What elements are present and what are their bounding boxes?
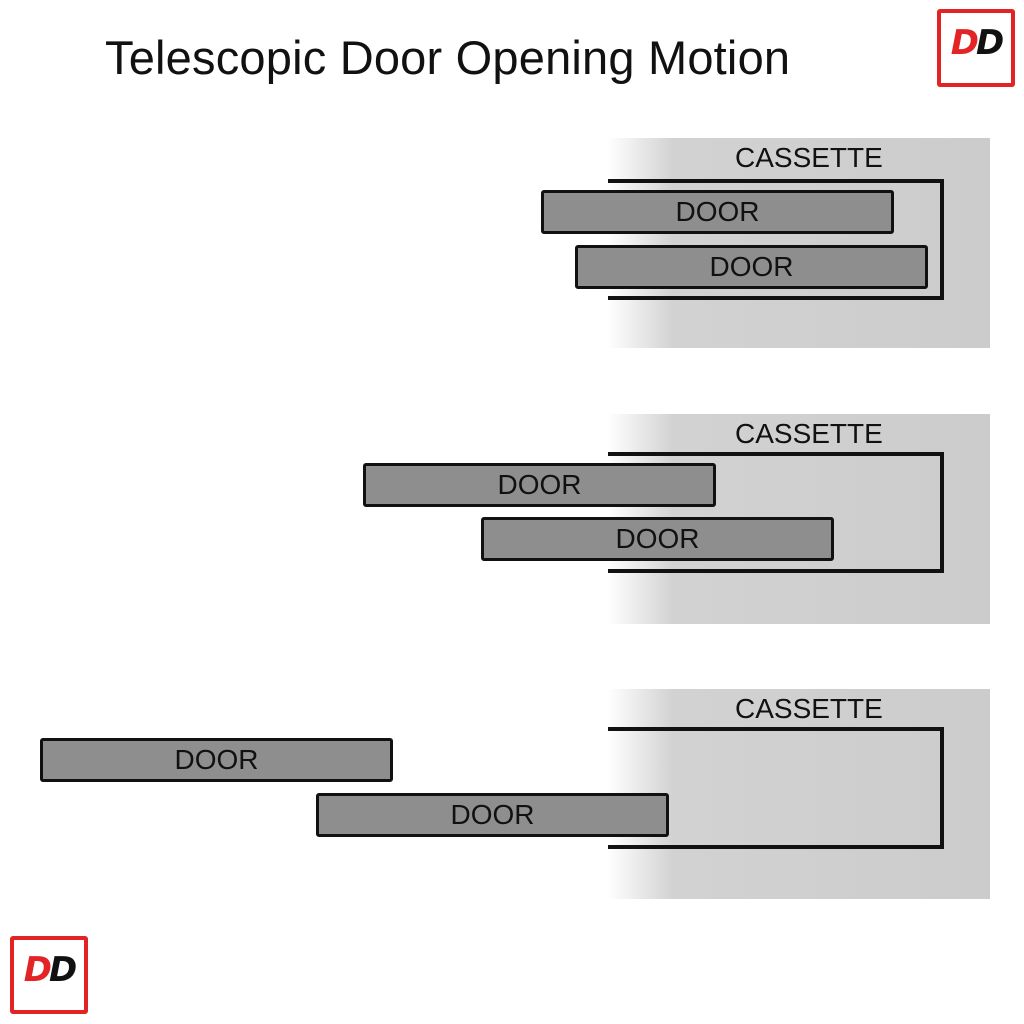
door-front: DOOR bbox=[40, 738, 393, 782]
brand-logo: DD bbox=[10, 936, 88, 1014]
cassette-outline bbox=[608, 179, 944, 300]
door-rear: DOOR bbox=[575, 245, 928, 289]
wall bbox=[608, 689, 990, 899]
door-front: DOOR bbox=[541, 190, 894, 234]
cassette-label: CASSETTE bbox=[735, 142, 883, 173]
cassette-outline bbox=[608, 452, 944, 573]
stage-closed: CASSETTE DOOR DOOR bbox=[0, 138, 1024, 348]
wall bbox=[608, 138, 990, 348]
stage-fully-open: CASSETTE DOOR DOOR bbox=[0, 689, 1024, 899]
diagram-title: Telescopic Door Opening Motion bbox=[105, 31, 791, 84]
door-front: DOOR bbox=[363, 463, 716, 507]
cassette-outline bbox=[608, 727, 944, 849]
cassette-label: CASSETTE bbox=[735, 693, 883, 724]
door-rear: DOOR bbox=[316, 793, 669, 837]
logo-letter-2: D bbox=[49, 950, 77, 990]
stage-half-open: CASSETTE DOOR DOOR bbox=[0, 414, 1024, 624]
brand-logo: DD bbox=[937, 9, 1015, 87]
cassette-label: CASSETTE bbox=[735, 418, 883, 449]
logo-letter-2: D bbox=[976, 23, 1004, 63]
logo-letter-1: D bbox=[23, 950, 52, 990]
logo-letter-1: D bbox=[950, 23, 979, 63]
door-rear: DOOR bbox=[481, 517, 834, 561]
